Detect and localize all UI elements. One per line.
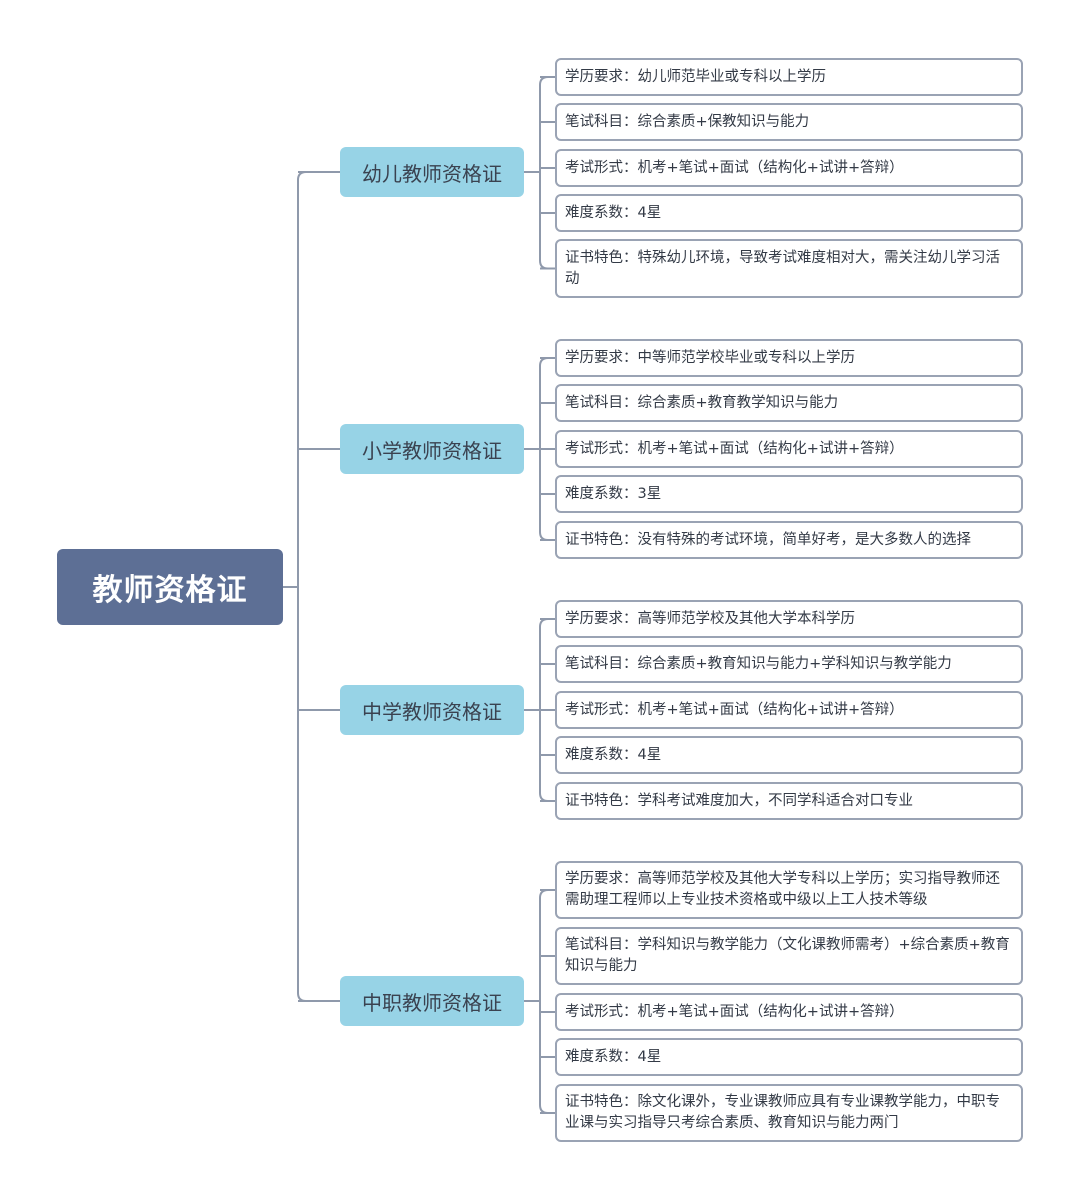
leaf-difficulty: 难度系数：4星 bbox=[555, 194, 1023, 232]
leaf-text: 难度系数：4星 bbox=[565, 1048, 662, 1065]
leaf-text: 学历要求：高等师范学校及其他大学本科学历 bbox=[565, 610, 855, 627]
leaf-text: 考试形式：机考+笔试+面试（结构化+试讲+答辩） bbox=[565, 159, 904, 176]
branch-vocational: 中职教师资格证 bbox=[340, 976, 524, 1026]
leaf-education-requirement: 学历要求：高等师范学校及其他大学专科以上学历；实习指导教师还需助理工程师以上专业… bbox=[555, 861, 1023, 919]
leaf-text: 证书特色：特殊幼儿环境，导致考试难度相对大，需关注幼儿学习活动 bbox=[565, 249, 1000, 287]
trunk-line bbox=[297, 171, 307, 1002]
leaf-text: 笔试科目：综合素质+教育知识与能力+学科知识与教学能力 bbox=[565, 655, 952, 672]
leaf-education-requirement: 学历要求：高等师范学校及其他大学本科学历 bbox=[555, 600, 1023, 638]
branch-primary: 小学教师资格证 bbox=[340, 424, 524, 474]
leaf-text: 难度系数：4星 bbox=[565, 204, 662, 221]
leaf-certificate-features: 证书特色：学科考试难度加大，不同学科适合对口专业 bbox=[555, 782, 1023, 820]
leaf-text: 考试形式：机考+笔试+面试（结构化+试讲+答辩） bbox=[565, 1003, 904, 1020]
leaf-certificate-features: 证书特色：没有特殊的考试环境，简单好考，是大多数人的选择 bbox=[555, 521, 1023, 559]
leaf-text: 笔试科目：综合素质+保教知识与能力 bbox=[565, 113, 810, 130]
leaf-text: 证书特色：除文化课外，专业课教师应具有专业课教学能力，中职专业课与实习指导只考综… bbox=[565, 1094, 1000, 1131]
branch-kindergarten: 幼儿教师资格证 bbox=[340, 147, 524, 197]
leaf-stem bbox=[539, 76, 549, 270]
leaf-text: 笔试科目：学科知识与教学能力（文化课教师需考）+综合素质+教育知识与能力 bbox=[565, 937, 1010, 974]
leaf-certificate-features: 证书特色：除文化课外，专业课教师应具有专业课教学能力，中职专业课与实习指导只考综… bbox=[555, 1084, 1023, 1142]
leaf-difficulty: 难度系数：3星 bbox=[555, 475, 1023, 513]
branch-label: 中职教师资格证 bbox=[362, 990, 502, 1015]
leaf-exam-format: 考试形式：机考+笔试+面试（结构化+试讲+答辩） bbox=[555, 691, 1023, 729]
leaf-text: 考试形式：机考+笔试+面试（结构化+试讲+答辩） bbox=[565, 440, 904, 457]
leaf-certificate-features: 证书特色：特殊幼儿环境，导致考试难度相对大，需关注幼儿学习活动 bbox=[555, 239, 1023, 298]
branch-label: 中学教师资格证 bbox=[362, 699, 502, 724]
leaf-difficulty: 难度系数：4星 bbox=[555, 736, 1023, 774]
leaf-text: 学历要求：高等师范学校及其他大学专科以上学历；实习指导教师还需助理工程师以上专业… bbox=[565, 871, 1000, 908]
leaf-text: 学历要求：幼儿师范毕业或专科以上学历 bbox=[565, 68, 826, 85]
leaf-exam-format: 考试形式：机考+笔试+面试（结构化+试讲+答辩） bbox=[555, 430, 1023, 468]
leaf-written-subjects: 笔试科目：综合素质+保教知识与能力 bbox=[555, 103, 1023, 141]
branch-secondary: 中学教师资格证 bbox=[340, 685, 524, 735]
leaf-stem bbox=[539, 889, 549, 1114]
leaf-exam-format: 考试形式：机考+笔试+面试（结构化+试讲+答辩） bbox=[555, 149, 1023, 187]
leaf-text: 难度系数：4星 bbox=[565, 746, 662, 763]
leaf-text: 考试形式：机考+笔试+面试（结构化+试讲+答辩） bbox=[565, 701, 904, 718]
leaf-written-subjects: 笔试科目：综合素质+教育教学知识与能力 bbox=[555, 384, 1023, 422]
branch-label: 幼儿教师资格证 bbox=[362, 161, 502, 186]
branch-label: 小学教师资格证 bbox=[362, 438, 502, 463]
leaf-education-requirement: 学历要求：幼儿师范毕业或专科以上学历 bbox=[555, 58, 1023, 96]
leaf-text: 学历要求：中等师范学校毕业或专科以上学历 bbox=[565, 349, 855, 366]
root-label: 教师资格证 bbox=[92, 573, 248, 608]
leaf-text: 证书特色：没有特殊的考试环境，简单好考，是大多数人的选择 bbox=[565, 531, 971, 548]
root-topic: 教师资格证 bbox=[57, 549, 283, 625]
leaf-exam-format: 考试形式：机考+笔试+面试（结构化+试讲+答辩） bbox=[555, 993, 1023, 1031]
leaf-written-subjects: 笔试科目：学科知识与教学能力（文化课教师需考）+综合素质+教育知识与能力 bbox=[555, 927, 1023, 985]
leaf-text: 笔试科目：综合素质+教育教学知识与能力 bbox=[565, 394, 839, 411]
leaf-text: 证书特色：学科考试难度加大，不同学科适合对口专业 bbox=[565, 792, 913, 809]
leaf-difficulty: 难度系数：4星 bbox=[555, 1038, 1023, 1076]
leaf-education-requirement: 学历要求：中等师范学校毕业或专科以上学历 bbox=[555, 339, 1023, 377]
leaf-written-subjects: 笔试科目：综合素质+教育知识与能力+学科知识与教学能力 bbox=[555, 645, 1023, 683]
leaf-text: 难度系数：3星 bbox=[565, 485, 662, 502]
